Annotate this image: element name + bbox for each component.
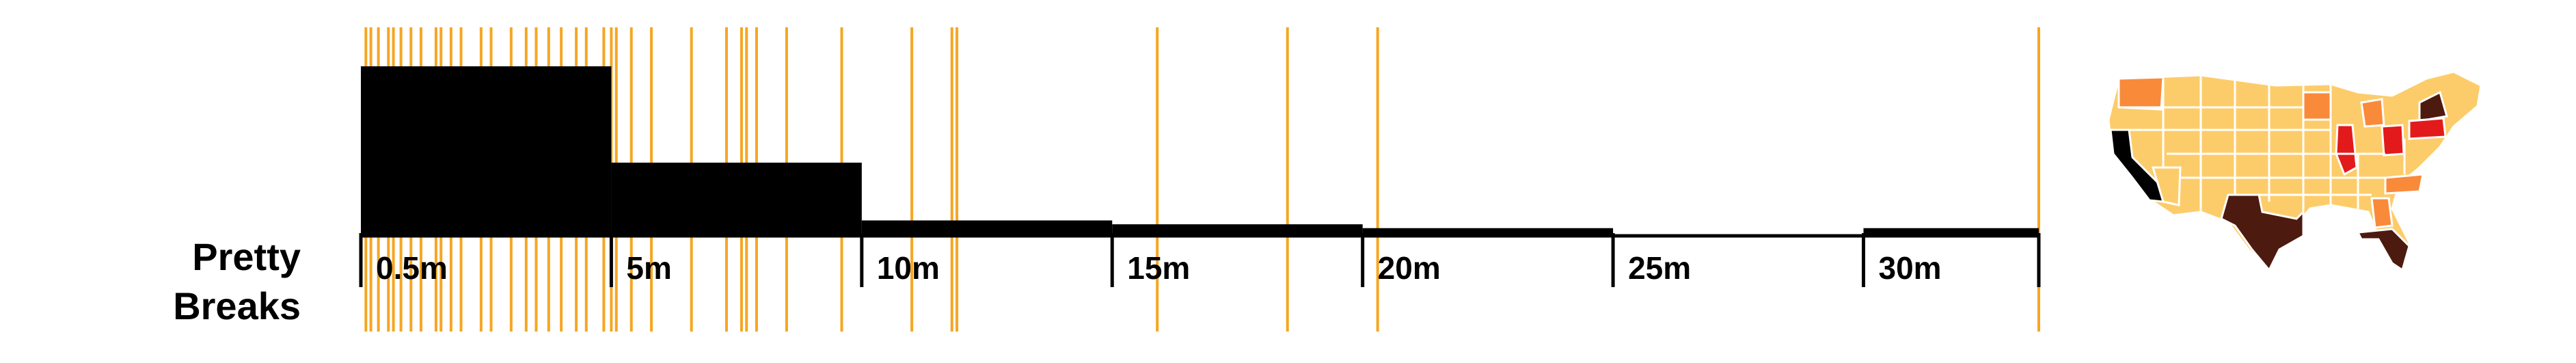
state-az (2151, 166, 2182, 206)
histogram-bars (361, 66, 2039, 236)
histogram-bar (1112, 224, 1363, 236)
x-tick-label: 30m (1879, 250, 1942, 286)
x-tick-label: 10m (877, 250, 940, 286)
state-tx (2220, 193, 2305, 272)
histogram-bar (611, 162, 862, 236)
state-borders (2119, 75, 2406, 232)
x-tick-label: 20m (1378, 250, 1441, 286)
x-tick-label: 15m (1127, 250, 1190, 286)
state-ga (2370, 197, 2394, 229)
x-axis-ticks: 0.5m 5m 10m 15m 20m 25m 30m (359, 233, 2041, 287)
state-nc (2384, 173, 2424, 195)
state-mi (2360, 98, 2385, 128)
state-mn (2302, 91, 2332, 121)
histogram-bar (1863, 228, 2039, 236)
state-wa (2117, 76, 2165, 111)
state-ny (2418, 90, 2448, 122)
us-map-thumbnail (2107, 70, 2482, 272)
x-tick-label: 25m (1628, 250, 1691, 286)
histogram-bar (1362, 228, 1614, 236)
x-tick-label: 5m (626, 250, 671, 286)
title-line-1: Pretty (192, 235, 301, 278)
chart-title: Pretty Breaks (103, 232, 301, 331)
us-map-states (2107, 70, 2482, 272)
state-pa (2408, 117, 2447, 140)
state-oh (2381, 124, 2405, 157)
histogram-bar (361, 66, 612, 236)
title-line-2: Breaks (173, 284, 301, 327)
histogram-bar (861, 220, 1113, 236)
state-fl (2356, 228, 2411, 272)
state-il (2335, 124, 2358, 176)
x-tick-label: 0.5m (376, 250, 448, 286)
